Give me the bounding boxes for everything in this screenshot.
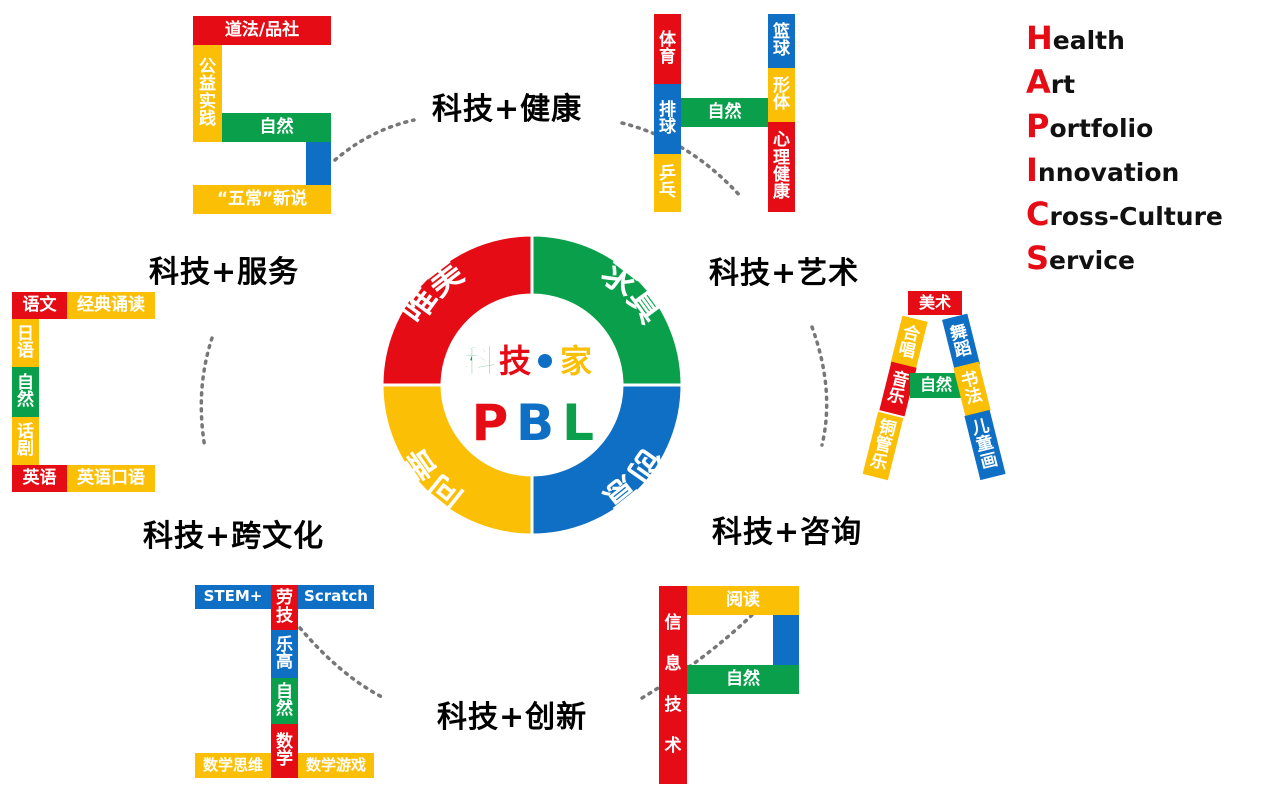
c-bottom-left: 英语	[12, 465, 67, 492]
c-v-1: 日语	[12, 319, 39, 367]
p-top: 阅读	[687, 586, 799, 615]
i-top-left: STEM+	[195, 585, 271, 609]
arc-service-health	[333, 118, 416, 162]
c-bottom-right: 英语口语	[67, 465, 155, 492]
p-stem: 信息技术	[659, 586, 687, 784]
ring-inner-circle	[444, 297, 620, 473]
s-left-block: 公益实践	[193, 45, 222, 142]
legend-row-service: Service	[1026, 239, 1135, 277]
brand-dot	[538, 354, 552, 368]
i-v-2: 自然	[271, 678, 298, 724]
label-health: 科技+健康	[432, 92, 583, 127]
arc-culture-service	[199, 336, 214, 450]
legend-row-innovation: Innovation	[1026, 151, 1180, 189]
s-right-block	[306, 142, 331, 185]
label-service: 科技+服务	[149, 255, 300, 290]
h-left-mid: 排球	[654, 84, 681, 154]
h-right-3: 心理健康	[768, 122, 795, 212]
i-top-right: Scratch	[298, 585, 374, 609]
arc-health-art	[620, 121, 744, 200]
legend-row-art: Art	[1026, 63, 1076, 101]
arc-portfolio-innovation	[640, 613, 754, 700]
h-left-top: 体育	[654, 14, 681, 84]
s-top-block: 道法/品社	[193, 16, 331, 45]
h-right-1: 篮球	[768, 14, 795, 68]
a-bar: 自然	[910, 373, 962, 398]
label-innovation: 科技+创新	[437, 700, 588, 735]
label-art: 科技+艺术	[709, 256, 860, 291]
ring-segment-green	[530, 233, 684, 387]
i-bottom-left: 数学思维	[195, 753, 271, 778]
label-portfolio: 科技+咨询	[712, 515, 863, 550]
legend-row-culture: Cross-Culture	[1026, 195, 1223, 233]
ring-segment-blue	[530, 383, 684, 537]
ring-segment-red	[380, 233, 534, 387]
h-bar: 自然	[681, 98, 768, 127]
pbl-letter-p: P	[472, 394, 509, 452]
h-left-bottom: 乒乓	[654, 154, 681, 212]
s-middle-block: 自然	[222, 113, 331, 142]
brand-char-1: 科	[464, 342, 496, 380]
arc-art-portfolio	[810, 325, 829, 447]
a-top: 美术	[908, 291, 962, 315]
legend-row-health: Health	[1026, 19, 1125, 57]
p-bar: 自然	[687, 665, 799, 694]
brand-char-3: 家	[560, 342, 592, 380]
legend-row-portfolio: Portfolio	[1026, 107, 1154, 145]
h-right-2: 形体	[768, 68, 795, 122]
pbl-letter-b: B	[516, 394, 554, 452]
ring-segment-yellow	[380, 383, 534, 537]
label-culture: 科技+跨文化	[143, 519, 325, 554]
p-right	[773, 615, 799, 665]
brand-char-2: 技	[499, 342, 531, 380]
i-bottom-right: 数学游戏	[298, 753, 374, 778]
legend: Health Art Portfolio Innovation Cross-Cu…	[1026, 16, 1223, 280]
c-top-left: 语文	[12, 292, 67, 319]
s-bottom-block: “五常”新说	[193, 185, 331, 214]
c-top-right: 经典诵读	[67, 292, 155, 319]
c-v-3: 话剧	[12, 417, 39, 465]
c-v-2: 自然	[12, 367, 39, 417]
arc-innovation-culture	[298, 626, 384, 699]
i-v-3: 数学	[271, 724, 298, 778]
i-top-mid: 劳技	[271, 585, 298, 630]
i-v-1: 乐高	[271, 630, 298, 678]
pbl-letter-l: L	[562, 394, 594, 452]
